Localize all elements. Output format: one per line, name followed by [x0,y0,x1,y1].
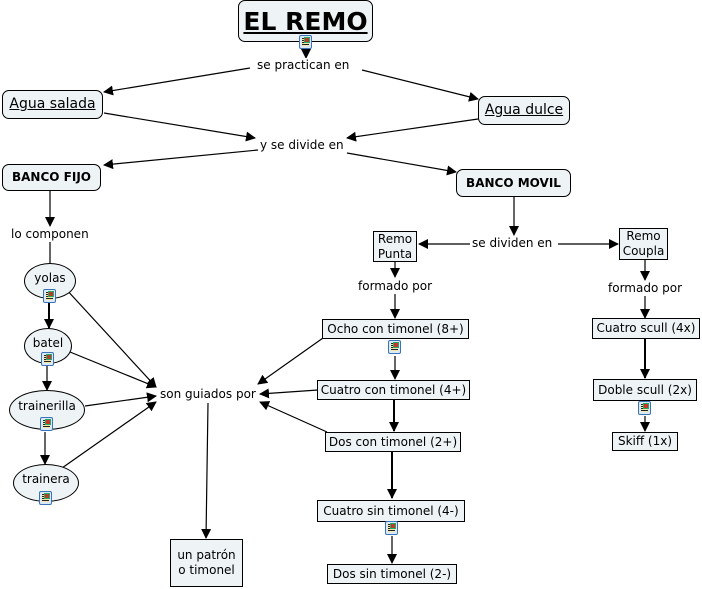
document-image-icon[interactable] [43,289,56,303]
edge [103,67,251,96]
node-un-patron-o-timonel[interactable]: un patrón o timonel [170,539,243,587]
document-image-icon[interactable] [40,417,53,431]
document-image-icon[interactable] [41,352,54,366]
edge [361,69,479,102]
node-cuatro-con-timonel[interactable]: Cuatro con timonel (4+) [317,380,470,400]
link-y-se-divide-en: y se divide en [258,138,346,152]
link-lo-componen: lo componen [9,227,91,241]
node-skiff[interactable]: Skiff (1x) [612,432,678,451]
edge [259,388,319,399]
node-banco-movil[interactable]: BANCO MOVIL [456,169,571,197]
edge [61,401,157,469]
link-se-dividen-en: se dividen en [470,236,555,250]
edge [346,118,479,142]
edge [103,112,256,142]
edge [201,402,212,539]
node-banco-fijo[interactable]: BANCO FIJO [2,164,101,191]
node-remo-coupla[interactable]: Remo Coupla [619,228,668,260]
node-ocho-con-timonel[interactable]: Ocho con timonel (8+) [322,319,469,339]
document-image-icon[interactable] [638,401,651,415]
node-dos-sin-timonel[interactable]: Dos sin timonel (2-) [327,564,457,584]
edge [84,392,157,407]
link-son-guiados-por: son guiados por [158,387,258,401]
edge [103,149,259,170]
document-image-icon[interactable] [385,521,398,535]
link-formado-por-punta: formado por [356,279,434,293]
edge [257,337,324,385]
document-image-icon[interactable] [299,35,312,49]
node-doble-scull[interactable]: Doble scull (2x) [593,379,697,401]
node-cuatro-sin-timonel[interactable]: Cuatro sin timonel (4-) [317,500,465,522]
document-image-icon[interactable] [39,491,52,505]
link-se-practican-en: se practican en [255,58,352,72]
edge [259,401,328,433]
node-cuatro-scull[interactable]: Cuatro scull (4x) [592,318,700,339]
edge [64,287,157,388]
node-agua-dulce[interactable]: Agua dulce [478,96,570,125]
document-image-icon[interactable] [388,340,401,354]
link-formado-por-coupla: formado por [606,281,684,295]
node-remo-punta[interactable]: Remo Punta [373,231,417,262]
edge [346,152,457,176]
node-agua-salada[interactable]: Agua salada [2,90,103,119]
edge [69,351,157,389]
node-dos-con-timonel[interactable]: Dos con timonel (2+) [325,432,461,452]
